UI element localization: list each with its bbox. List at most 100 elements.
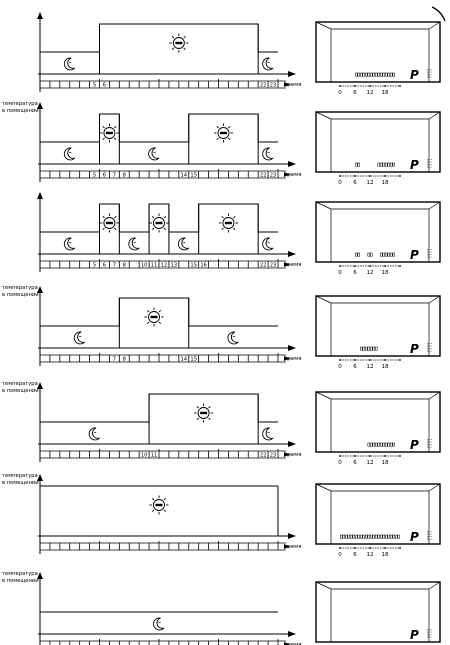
program-letter: P — [410, 68, 419, 82]
program-segment — [357, 162, 360, 167]
program-segment — [357, 534, 360, 539]
temperature-profile — [40, 203, 278, 233]
program-segment — [385, 252, 388, 257]
program-segment — [367, 72, 370, 77]
program-segment — [380, 252, 383, 257]
program-segment — [375, 442, 378, 447]
temperature-profile — [40, 297, 278, 327]
display-scale-label: 6 — [353, 180, 357, 186]
program-segment — [392, 534, 395, 539]
program-segment — [375, 534, 378, 539]
moon-icon — [73, 331, 86, 345]
program-segment — [360, 534, 363, 539]
program-segment — [390, 534, 393, 539]
display-scale-label: 18 — [382, 460, 389, 466]
x-axis-label: время — [284, 172, 302, 178]
hour-label: 10 — [141, 263, 148, 269]
display-scale-label: 12 — [367, 180, 374, 186]
arrow-icon — [37, 286, 43, 293]
program-segment — [362, 346, 365, 351]
y-axis-label: температура — [2, 101, 38, 107]
program-segment — [382, 252, 385, 257]
display-scale-label: 18 — [382, 270, 389, 276]
x-axis-label: время — [284, 452, 302, 458]
arrow-icon — [37, 382, 43, 389]
display-scale-label: 12 — [367, 90, 374, 96]
program-segment — [390, 442, 393, 447]
x-axis-label: время — [284, 262, 302, 268]
arrow-icon — [284, 82, 290, 87]
program-segment — [367, 346, 370, 351]
hour-label: 12 — [161, 263, 168, 269]
program-segment — [387, 534, 390, 539]
hour-label: 15 — [190, 263, 197, 269]
program-segment — [367, 534, 370, 539]
x-axis-label: время — [284, 356, 302, 362]
display-scale-label: 12 — [367, 552, 374, 558]
hour-label: 23 — [270, 83, 277, 89]
hour-label: 15 — [190, 357, 197, 363]
hour-label: 22 — [260, 83, 267, 89]
arrow-icon — [288, 345, 296, 351]
display-scale-label: 0 — [338, 90, 342, 96]
program-segment — [380, 162, 383, 167]
arrow-icon — [37, 474, 43, 481]
program-segment — [380, 534, 383, 539]
display-scale-label: 6 — [353, 90, 357, 96]
hour-label: 5 — [93, 83, 96, 89]
program-segment — [390, 252, 393, 257]
program-segment — [372, 442, 375, 447]
arrow-icon — [284, 544, 290, 549]
y-axis-label: температура — [2, 571, 38, 577]
program-segment — [362, 534, 365, 539]
arrow-icon — [284, 172, 290, 177]
hour-label: 6 — [103, 173, 106, 179]
y-axis-label: температура — [2, 285, 38, 291]
program-letter: P — [410, 158, 419, 172]
moon-icon — [227, 331, 239, 345]
program-segment — [377, 442, 380, 447]
y-axis-label: температура — [2, 473, 38, 479]
program-letter: P — [410, 438, 419, 452]
hour-label: 23 — [270, 173, 277, 179]
program-segment — [365, 534, 368, 539]
program-segment — [370, 442, 373, 447]
program-segment — [390, 72, 393, 77]
sun-icon — [168, 33, 189, 53]
display-scale-label: 0 — [338, 460, 342, 466]
program-segment — [380, 72, 383, 77]
hour-label: 22 — [260, 263, 267, 269]
program-segment — [345, 534, 348, 539]
program-segment — [362, 72, 365, 77]
display-scale-label: 18 — [382, 364, 389, 370]
sun-icon — [144, 307, 165, 327]
program-segment — [355, 162, 358, 167]
hour-label: 22 — [260, 453, 267, 459]
temperature-profile — [40, 393, 278, 423]
arrow-icon — [37, 192, 43, 199]
display-scale-label: 6 — [353, 270, 357, 276]
program-segment — [372, 534, 375, 539]
sun-icon — [149, 495, 169, 515]
arrow-icon — [288, 251, 296, 257]
moon-icon — [262, 57, 274, 71]
temperature-profile — [40, 23, 278, 53]
program-segment — [387, 252, 390, 257]
program-segment — [387, 162, 390, 167]
program-segment — [370, 346, 373, 351]
arrow-icon — [288, 533, 296, 539]
display-scale-label: 18 — [382, 180, 389, 186]
program-segment — [357, 252, 360, 257]
arrow-icon — [37, 572, 43, 579]
program-segment — [390, 162, 393, 167]
program-segment — [392, 252, 395, 257]
program-segment — [340, 534, 343, 539]
display-scale-label: 6 — [353, 364, 357, 370]
moon-icon — [63, 237, 76, 251]
